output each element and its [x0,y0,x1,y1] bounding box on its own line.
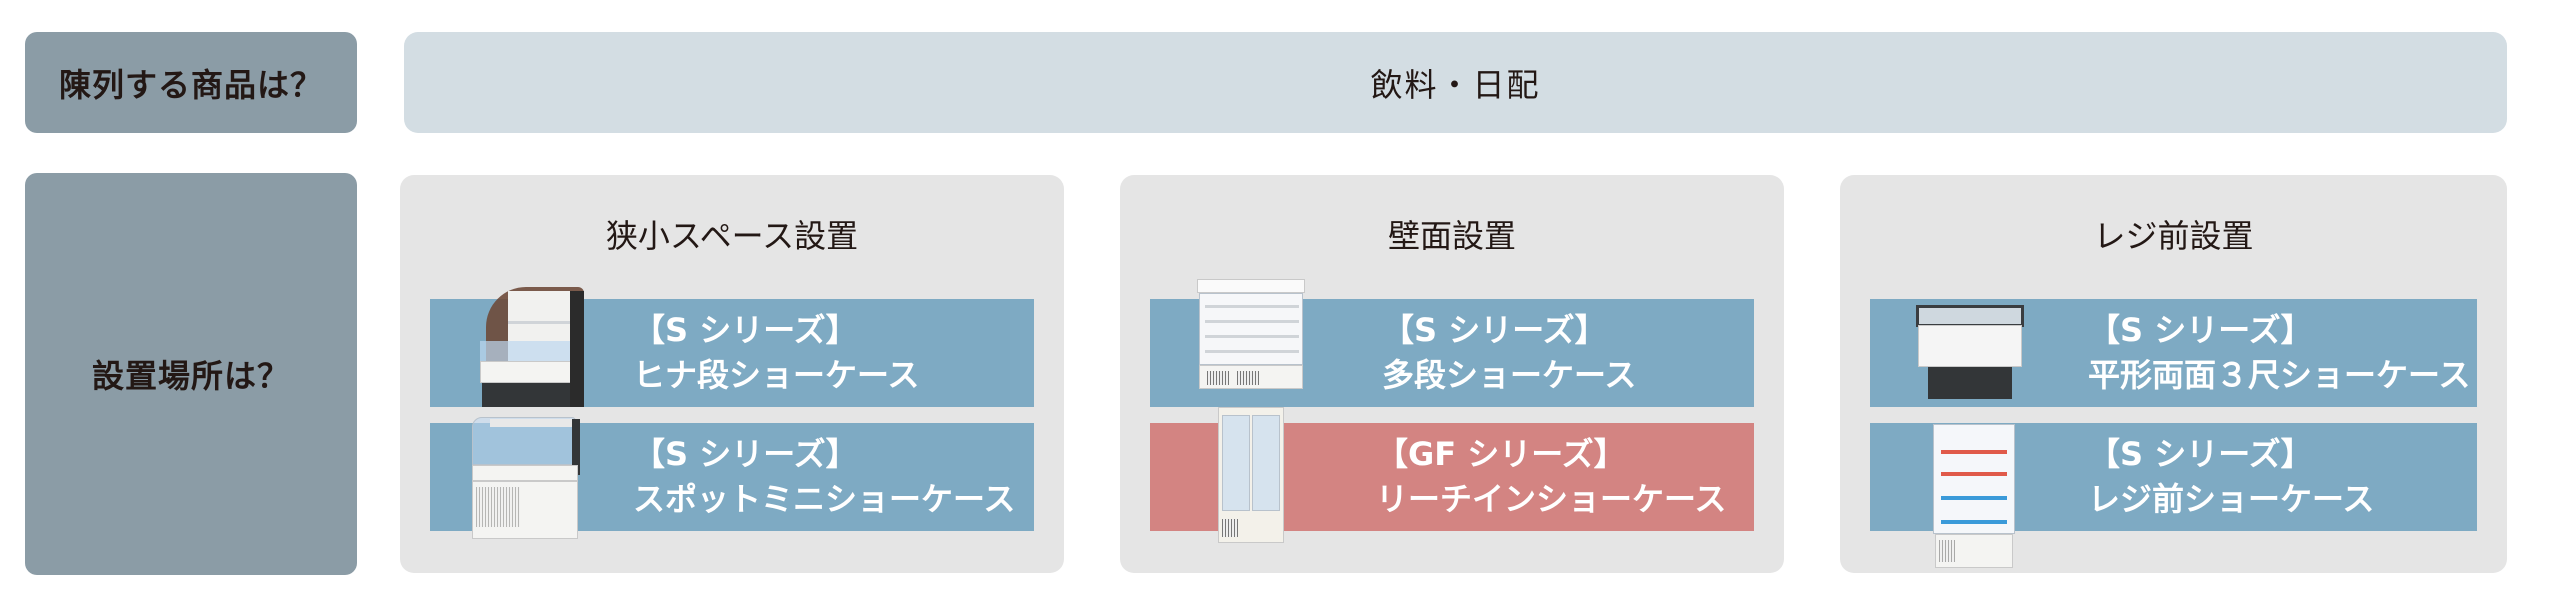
product-name: リーチインショーケース [1376,480,1727,518]
tiered-showcase-image[interactable] [478,283,586,411]
product-question-text: 陳列する商品は？ [58,65,323,104]
location-question-text: 設置場所は？ [91,357,290,395]
product-name: 平形両面３尺ショーケース [2088,356,2471,394]
product-answer-text: 飲料・日配 [1370,65,1541,104]
series-label: 【S シリーズ】 [633,435,858,473]
series-label: 【S シリーズ】 [633,311,858,349]
reach-in-showcase-image[interactable] [1218,407,1288,547]
location-question-label: 設置場所は？ [25,173,357,575]
category-card-small-space: 狭小スペース設置 【S シリーズ】 ヒナ段ショーケース 【S シリーズ】 スポッ… [400,175,1064,573]
series-label: 【S シリーズ】 [2088,311,2313,349]
series-label: 【S シリーズ】 [1382,311,1607,349]
category-card-wall: 壁面設置 【S シリーズ】 多段ショーケース 【GF シリーズ】 リーチインショ… [1120,175,1784,573]
product-answer-bar[interactable]: 飲料・日配 [404,32,2507,133]
product-name: スポットミニショーケース [633,480,1016,518]
series-label: 【S シリーズ】 [2088,435,2313,473]
flat-double-sided-showcase-image[interactable] [1914,301,2030,403]
product-question-label: 陳列する商品は？ [25,32,357,133]
category-title: レジ前設置 [2093,217,2254,255]
category-title: 壁面設置 [1387,217,1516,255]
category-title: 狭小スペース設置 [605,217,859,255]
product-name: 多段ショーケース [1382,356,1637,394]
category-card-register-front: レジ前設置 【S シリーズ】 平形両面３尺ショーケース 【S シリーズ】 レジ前… [1840,175,2507,573]
register-front-showcase-image[interactable] [1933,424,2017,572]
multi-deck-showcase-image[interactable] [1195,275,1309,393]
series-label: 【GF シリーズ】 [1376,435,1626,473]
spot-mini-showcase-image[interactable] [470,413,590,553]
product-name: ヒナ段ショーケース [633,356,920,394]
product-name: レジ前ショーケース [2088,480,2375,518]
